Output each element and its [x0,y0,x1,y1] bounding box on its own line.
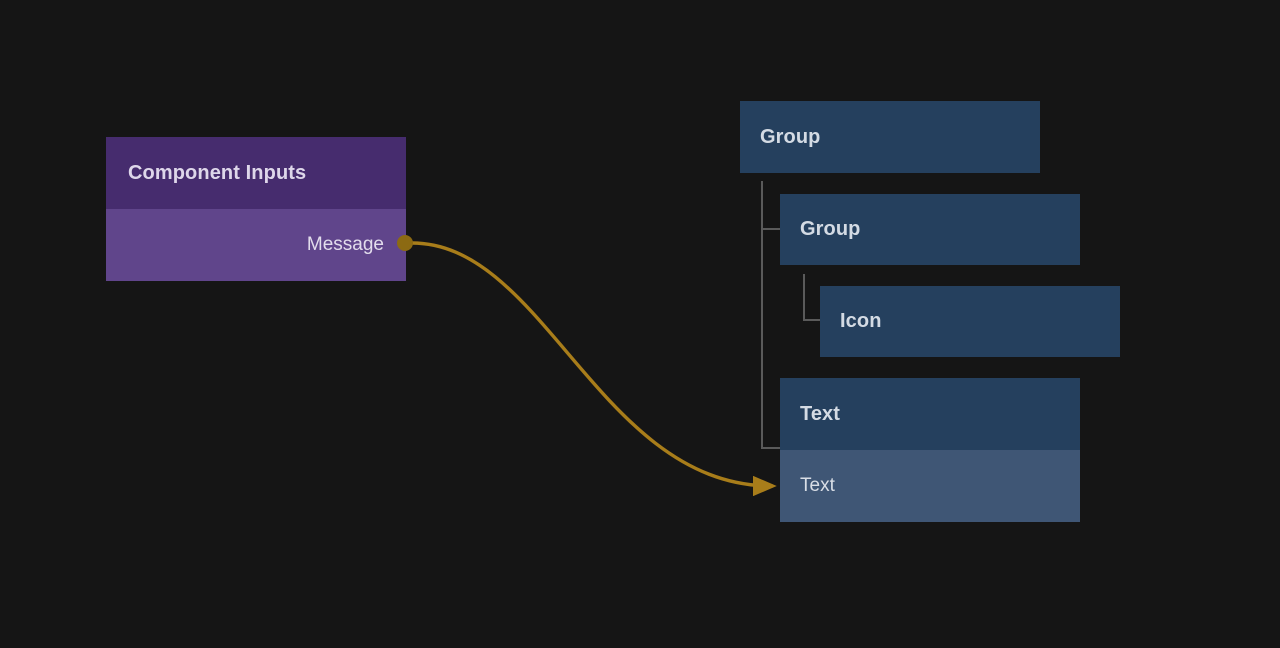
tree-line-child-vertical [803,274,805,321]
node-text-title: Text [800,402,841,425]
node-group-root-header[interactable]: Group [740,101,1040,173]
port-label-message: Message [306,234,384,255]
node-component-inputs[interactable]: Component Inputs Message [106,137,406,281]
node-text-input-row[interactable]: Text [780,450,1080,522]
node-text-input-label: Text [800,475,835,496]
node-group-child[interactable]: Group [780,194,1080,265]
node-text-header[interactable]: Text [780,378,1080,450]
node-group-child-header[interactable]: Group [780,194,1080,265]
tree-line-branch-group-child [761,228,780,230]
node-component-inputs-port-row[interactable]: Message [106,209,406,281]
tree-line-root-vertical [761,181,763,449]
node-group-root[interactable]: Group [740,101,1040,173]
node-group-child-title: Group [800,218,861,240]
node-icon-title: Icon [840,310,882,332]
node-group-root-title: Group [760,125,821,148]
node-component-inputs-title: Component Inputs [128,161,307,184]
tree-line-branch-icon [803,319,822,321]
output-port-dot-message[interactable] [397,235,413,251]
node-icon[interactable]: Icon [820,286,1120,357]
node-text[interactable]: Text Text [780,378,1080,522]
tree-line-branch-text [761,447,780,449]
edge-message-to-text [410,241,777,497]
node-icon-header[interactable]: Icon [820,286,1120,357]
node-component-inputs-header[interactable]: Component Inputs [106,137,406,209]
